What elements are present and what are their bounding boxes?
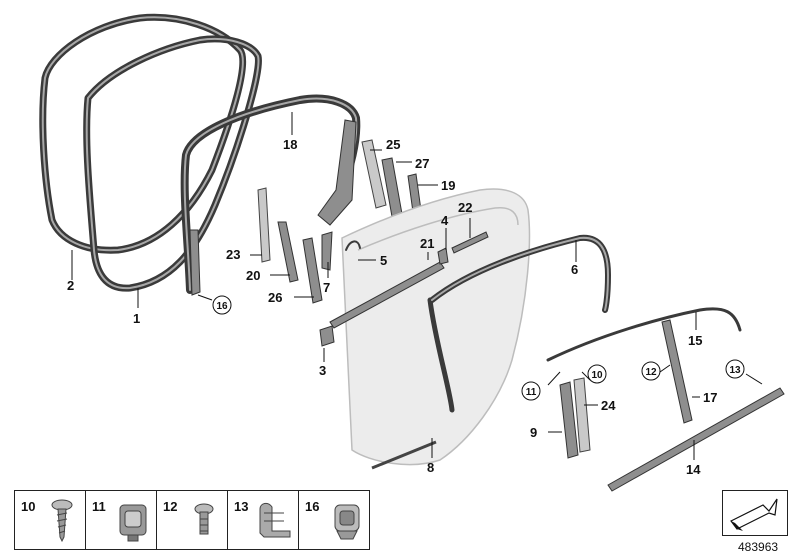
callout-21: 21: [420, 236, 434, 251]
callout-15: 15: [688, 333, 702, 348]
callout-25: 25: [386, 137, 400, 152]
callout-9: 9: [530, 425, 537, 440]
bolt-icon: [194, 503, 214, 535]
lower-strip-8-part: [371, 440, 437, 470]
circled-callout-13: 13: [725, 359, 745, 379]
circled-callout-11: 11: [521, 381, 541, 401]
legend-cell: 16: [299, 491, 369, 549]
callout-5: 5: [380, 253, 387, 268]
bracket-3-part: [319, 325, 335, 347]
screw-icon: [51, 499, 73, 543]
legend-number: 12: [163, 499, 178, 514]
legend-cell: 13: [228, 491, 299, 549]
frame-trim-15-part: [546, 307, 742, 362]
direction-arrow-icon: [730, 498, 778, 531]
legend-cell: 10: [15, 491, 86, 549]
legend-number: 11: [92, 499, 106, 514]
circled-callout-10: 10: [587, 364, 607, 384]
callout-24: 24: [601, 398, 616, 413]
belt-strip-21-part: [329, 261, 445, 329]
door-seal-inner-part: [83, 35, 262, 292]
legend-number: 10: [21, 499, 36, 514]
window-channel-seal-part: [427, 234, 611, 413]
callout-2: 2: [67, 278, 74, 293]
callout-7: 7: [323, 280, 330, 295]
belt-moulding-14-part: [607, 387, 785, 492]
trim-part-7-part: [321, 231, 333, 271]
legend-cell: 11: [86, 491, 157, 549]
fastener-legend: 10 11 12 13: [14, 490, 370, 550]
callout-1: 1: [133, 311, 140, 326]
svg-text:16: 16: [216, 301, 228, 312]
clamp-clip-icon: [259, 502, 291, 538]
svg-text:10: 10: [591, 370, 603, 381]
callout-4: 4: [441, 213, 449, 228]
frame-seal-part: [180, 94, 361, 296]
expanding-nut-icon: [334, 504, 360, 540]
circled-callouts: 16 11 10 12 13: [212, 295, 745, 401]
callout-labels: 2 1 18 23 20 26 7 25 27 19 22 4 21 5 6 3…: [67, 137, 717, 477]
svg-text:12: 12: [645, 367, 657, 378]
leader-lines: [71, 112, 763, 460]
pillar-cover-24-part: [573, 377, 591, 453]
legend-number: 13: [234, 499, 249, 514]
callout-14: 14: [686, 462, 701, 477]
callout-18: 18: [283, 137, 297, 152]
trim-5-part: [345, 240, 361, 251]
callout-23: 23: [226, 247, 240, 262]
callout-3: 3: [319, 363, 326, 378]
direction-arrow-box: [722, 490, 788, 536]
callout-20: 20: [246, 268, 260, 283]
callout-19: 19: [441, 178, 455, 193]
callout-27: 27: [415, 156, 429, 171]
clip-nut-icon: [119, 504, 147, 542]
trim-strip-26-part: [302, 237, 323, 304]
callout-17: 17: [703, 390, 717, 405]
strip-17-part: [661, 319, 693, 424]
svg-text:11: 11: [526, 387, 537, 398]
legend-cell: 12: [157, 491, 228, 549]
trim-strip-23-part: [257, 187, 271, 263]
callout-8: 8: [427, 460, 434, 475]
svg-text:13: 13: [729, 365, 741, 376]
door-seal-outer-part: [39, 13, 247, 254]
document-number: 483963: [738, 540, 779, 554]
pillar-cover-9-part: [559, 381, 579, 459]
trim-strip-25-part: [361, 139, 387, 209]
callout-6: 6: [571, 262, 578, 277]
circled-callout-12: 12: [641, 361, 661, 381]
trim-strip-20-part: [277, 221, 299, 283]
callout-26: 26: [268, 290, 282, 305]
strip-22-part: [451, 231, 489, 254]
callout-22: 22: [458, 200, 472, 215]
circled-callout-16: 16: [212, 295, 232, 315]
clip-4-part: [437, 247, 449, 265]
legend-number: 16: [305, 499, 320, 514]
